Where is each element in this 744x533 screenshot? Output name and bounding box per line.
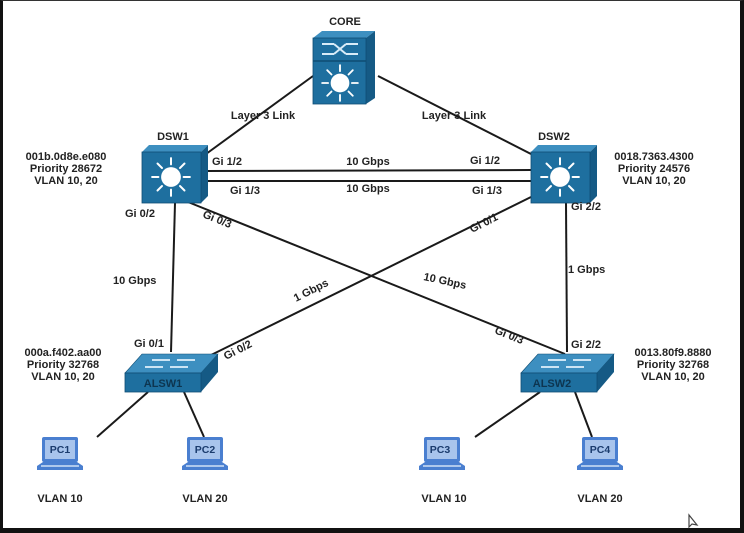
pc3-laptop[interactable]: PC3 VLAN 10 [419,437,467,505]
pc4-laptop[interactable]: PC4 VLAN 20 [577,437,623,505]
link-alsw1-pc2 [183,391,205,438]
alsw2-gi22-port: Gi 2/2 [571,339,601,351]
dsw2-gi13-port: Gi 1/3 [472,185,502,197]
core-switch[interactable]: CORE [312,16,375,105]
link-core-dsw2 [377,75,532,155]
pc2-laptop[interactable]: PC2 VLAN 20 [182,437,228,505]
pc4-vlan: VLAN 20 [577,493,622,505]
dsw2-vlans: VLAN 10, 20 [622,175,686,187]
alsw1-gi01-port: Gi 0/1 [134,338,164,350]
link-dsw1-alsw1 [170,202,176,353]
dsw2-gi01-port: Gi 0/1 [468,211,500,235]
crossed-arrows-icon [322,43,358,55]
link-alsw1-pc1 [96,391,149,438]
link-dsw2-alsw2 [565,202,568,353]
pc1-vlan: VLAN 10 [37,493,82,505]
dsw2-alsw1-speed: 1 Gbps [292,277,331,305]
core-dsw2-link-label: Layer 3 Link [422,110,487,122]
link-dsw1-dsw2-gi12 [205,169,532,172]
router-star-icon [151,157,191,197]
dsw1-gi03-port: Gi 0/3 [201,209,233,231]
alsw2-priority: Priority 32768 [637,359,709,371]
dsw1-gi02-port: Gi 0/2 [125,208,155,220]
alsw2-gi03-port: Gi 0/3 [493,325,525,347]
dsw2-gi12-port: Gi 1/2 [470,155,500,167]
alsw2-info: 0013.80f9.8880 Priority 32768 VLAN 10, 2… [634,347,711,383]
dsw1-mac: 001b.0d8e.e080 [26,151,107,163]
router-star-icon [540,157,580,197]
core-label: CORE [329,16,361,28]
link-dsw2-alsw1 [204,196,532,359]
alsw2-label: ALSW2 [533,378,572,390]
dsw2-gi22-port: Gi 2/2 [571,201,601,213]
dsw1-info: 001b.0d8e.e080 Priority 28672 VLAN 10, 2… [26,151,107,187]
dsw2-alsw2-speed: 1 Gbps [568,264,605,276]
pc1-laptop[interactable]: PC1 VLAN 10 [37,437,83,505]
link-alsw2-pc4 [574,391,593,438]
alsw1-vlans: VLAN 10, 20 [31,371,95,383]
dsw1-alsw1-speed: 10 Gbps [113,275,156,287]
pc1-label: PC1 [50,444,71,456]
pc2-label: PC2 [195,444,216,456]
dsw2-priority: Priority 24576 [618,163,690,175]
dsw2-mac: 0018.7363.4300 [614,151,694,163]
dsw1-dsw2-a-speed: 10 Gbps [346,156,389,168]
router-star-icon [321,64,359,102]
dsw2-info: 0018.7363.4300 Priority 24576 VLAN 10, 2… [614,151,694,187]
alsw1-info: 000a.f402.aa00 Priority 32768 VLAN 10, 2… [24,347,101,383]
pc3-vlan: VLAN 10 [421,493,466,505]
mouse-cursor-icon [688,513,699,529]
dsw1-alsw2-speed: 10 Gbps [422,271,467,292]
link-dsw1-alsw2 [187,201,566,355]
dsw1-gi12-port: Gi 1/2 [212,156,242,168]
link-alsw2-pc3 [474,391,541,438]
alsw1-mac: 000a.f402.aa00 [24,347,101,359]
pc4-label: PC4 [590,444,611,456]
alsw1-label: ALSW1 [144,378,183,390]
dsw1-label: DSW1 [157,131,189,143]
alsw2-switch[interactable]: ALSW2 [520,353,615,393]
dsw1-gi13-port: Gi 1/3 [230,185,260,197]
alsw2-mac: 0013.80f9.8880 [634,347,711,359]
dsw2-label: DSW2 [538,131,570,143]
pc3-label: PC3 [430,444,451,456]
switch-arrows-icon [145,359,195,368]
alsw2-vlans: VLAN 10, 20 [641,371,705,383]
dsw1-vlans: VLAN 10, 20 [34,175,98,187]
alsw1-switch[interactable]: ALSW1 [124,353,219,393]
switch-arrows-icon [541,359,591,368]
dsw2-switch[interactable]: DSW2 [530,131,597,204]
core-dsw1-link-label: Layer 3 Link [231,110,296,122]
dsw1-switch[interactable]: DSW1 [141,131,208,204]
pc2-vlan: VLAN 20 [182,493,227,505]
dsw1-dsw2-b-speed: 10 Gbps [346,183,389,195]
alsw1-priority: Priority 32768 [27,359,99,371]
dsw1-priority: Priority 28672 [30,163,102,175]
link-core-dsw1 [205,75,314,155]
links [96,75,593,438]
